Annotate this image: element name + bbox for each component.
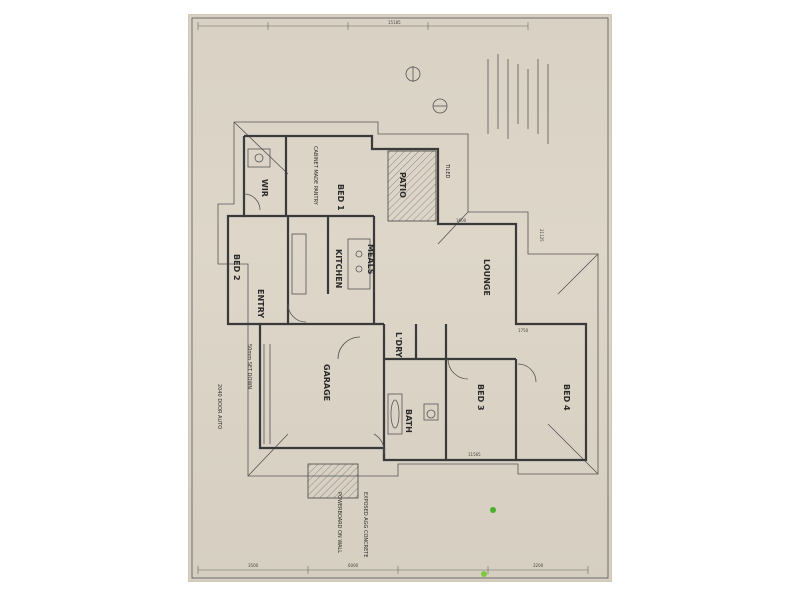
kitchen-bench	[291, 233, 371, 295]
room-label-bed4: BED 4	[562, 384, 571, 411]
dim-label: 3200	[533, 563, 544, 568]
dim-label: 21125	[539, 229, 544, 242]
north-arrow-icon	[405, 66, 448, 114]
room-label-bed2: BED 2	[232, 254, 241, 281]
internal-walls	[244, 136, 518, 460]
room-label-bath: BATH	[404, 409, 413, 433]
room-label-bed3: BED 3	[476, 384, 485, 411]
note-exposed: EXPOSED AGG CONCRETE	[362, 492, 368, 557]
floor-plan-photo: BED 1 BED 2 BED 3 BED 4 KITCHEN MEALS LO…	[188, 14, 612, 582]
notes-block	[487, 54, 549, 144]
marker-dot	[490, 507, 496, 513]
dim-label: 15185	[388, 20, 401, 25]
room-label-lounge: LOUNGE	[482, 259, 491, 296]
patio-area	[387, 150, 437, 222]
dim-label: 1750	[518, 328, 529, 333]
room-label-meals: MEALS	[366, 244, 375, 275]
room-label-wir: WIR	[260, 179, 269, 197]
note-tiled: TILED	[444, 163, 450, 178]
dimension-string-bottom	[197, 566, 589, 574]
room-label-garage: GARAGE	[322, 364, 331, 401]
roof-outline	[217, 121, 599, 477]
door-swings	[243, 193, 537, 455]
room-label-ldry: L'DRY	[394, 332, 403, 358]
garage-door	[263, 344, 271, 444]
room-label-bed1: BED 1	[336, 184, 345, 211]
dim-label: 11565	[468, 452, 481, 457]
sheet-border	[191, 17, 609, 579]
floor-plan-drawing: BED 1 BED 2 BED 3 BED 4 KITCHEN MEALS LO…	[191, 17, 609, 579]
dimension-string-top	[197, 22, 529, 30]
marker-dot	[481, 571, 487, 577]
bath-fixtures	[247, 148, 439, 435]
dim-label: 1600	[456, 218, 467, 223]
note-door: 2040 DOOR AUTO	[216, 384, 222, 429]
room-label-entry: ENTRY	[256, 289, 265, 318]
note-pantry: CABINET MADE PANTRY	[312, 146, 318, 206]
dim-label: 6000	[348, 563, 359, 568]
external-walls	[226, 134, 588, 462]
exposed-concrete-area	[307, 463, 359, 499]
note-setdown: 50mm SET DOWN	[246, 344, 252, 389]
room-label-kitchen: KITCHEN	[334, 249, 343, 288]
dim-label: 3500	[248, 563, 259, 568]
room-label-patio: PATIO	[398, 172, 407, 198]
note-powerboard: POWERBOARD ON WALL	[336, 492, 342, 553]
